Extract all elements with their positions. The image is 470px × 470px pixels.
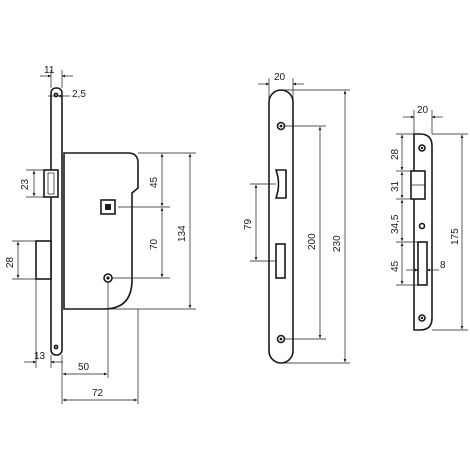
dim-lock-case-depth: 72 — [92, 388, 104, 399]
strike-bolt-opening — [417, 241, 428, 286]
lock-body-view — [35, 87, 139, 356]
lock-keyhole-inner — [106, 276, 110, 280]
dim-lock-bolt-throw: 13 — [34, 351, 46, 362]
lock-follower-hole — [105, 204, 111, 210]
lock-screw-bottom — [53, 344, 59, 350]
faceplate-latch-opening — [274, 169, 287, 199]
dim-lock-bolt-height: 28 — [5, 256, 16, 268]
dim-strike-width: 20 — [417, 105, 429, 116]
faceplate-body — [268, 89, 294, 364]
dim-faceplate-hole-spacing: 200 — [307, 233, 318, 250]
dim-lock-distance-follower-key: 70 — [149, 238, 160, 250]
dim-strike-bolt-opening: 45 — [390, 260, 401, 272]
faceplate-view — [268, 89, 294, 364]
faceplate-dimensions: 20 79 200 230 — [243, 72, 350, 364]
dim-faceplate-length: 230 — [332, 235, 343, 252]
dim-strike-latch-opening: 31 — [390, 180, 401, 192]
dim-lock-backset: 50 — [78, 362, 90, 373]
dim-strike-opening-gap: 34,5 — [390, 214, 401, 234]
strike-screw-bottom-inner — [420, 316, 424, 320]
strike-dimensions: 20 28 31 34,5 45 8 175 — [390, 105, 468, 331]
dim-strike-top-offset: 28 — [390, 148, 401, 160]
lock-bolt — [35, 240, 52, 280]
dim-strike-length: 175 — [450, 228, 461, 245]
lock-case — [63, 152, 139, 310]
dim-lock-edge-offset: 2,5 — [72, 89, 86, 100]
dim-lock-latch-height: 23 — [20, 178, 31, 190]
lock-latch-inner — [47, 172, 55, 195]
dim-strike-bolt-opening-width: 8 — [440, 260, 446, 271]
strike-screw-top-inner — [420, 146, 424, 150]
lock-latch — [43, 169, 59, 198]
dim-lock-follower-offset: 45 — [149, 176, 160, 188]
dim-lock-case-height: 134 — [177, 225, 188, 242]
faceplate-bolt-opening — [275, 243, 286, 279]
strike-plate-body — [413, 133, 433, 331]
dim-faceplate-width: 20 — [274, 72, 286, 83]
dim-lock-faceplate-thickness: 11 — [44, 65, 55, 76]
dim-faceplate-latch-position: 79 — [243, 218, 254, 230]
strike-screw-mid — [418, 222, 426, 230]
lock-dimensions: 11 2,5 23 45 70 134 28 13 — [5, 65, 196, 404]
lock-faceplate — [50, 87, 63, 356]
faceplate-screw-top-inner — [279, 124, 283, 128]
strike-plate-view — [410, 133, 433, 331]
faceplate-screw-bottom-inner — [279, 337, 283, 341]
